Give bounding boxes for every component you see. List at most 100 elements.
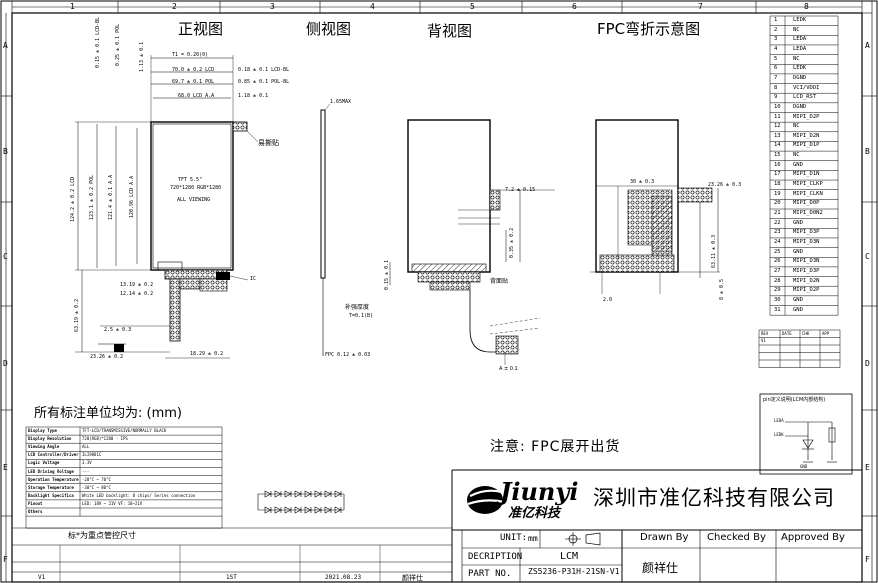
back-view-title: 背视图 xyxy=(427,22,473,40)
spec-label: Pinout xyxy=(28,500,43,506)
led-icon xyxy=(274,506,282,514)
pin-number: 5 xyxy=(774,55,778,62)
led-icon xyxy=(274,490,282,498)
company-logo-text: Jiunyi xyxy=(500,477,579,506)
drawn-by-value: 颜祥仕 xyxy=(642,561,679,575)
row-label: F xyxy=(865,555,870,564)
pin-number: 19 xyxy=(774,190,781,197)
pin-number: 2 xyxy=(774,26,778,33)
spec-label: Viewing Angle xyxy=(28,444,60,450)
rev-version: V1 xyxy=(38,574,46,581)
spec-label: Operation Temperature xyxy=(28,476,79,482)
dim-label: 1.18 ± 0.1 xyxy=(238,93,269,99)
dim-label-vertical: 63.19 ± 0.2 xyxy=(74,298,80,332)
pin-signal: LEDK xyxy=(793,65,807,72)
fold-label: 背面贴 xyxy=(490,278,509,285)
pin-signal: MIPI_D0N2 xyxy=(793,210,823,216)
pin-number: 10 xyxy=(774,103,781,110)
pin-number: 12 xyxy=(774,123,781,130)
tape-label: 易撕贴 xyxy=(258,139,279,147)
dim-label: 23.26 ± 0.3 xyxy=(708,182,742,188)
dim-label-vertical: 0.15 ± 0.1 xyxy=(384,259,390,290)
pin-signal: MIPI_D1P xyxy=(793,142,820,149)
led-icon xyxy=(294,506,302,514)
column-label: 6 xyxy=(572,2,577,11)
spec-label: Display Type xyxy=(28,428,57,433)
spec-label: Others xyxy=(28,509,43,514)
pin-signal: DGND xyxy=(793,103,807,110)
pin-signal: NC xyxy=(793,26,800,33)
spec-footnote: 标*为重点管控尺寸 xyxy=(68,531,136,540)
dim-label-vertical: 0.15 ± 0.1 LCD-BL xyxy=(95,16,101,68)
row-ticks xyxy=(1,95,877,517)
pin-signal: GND xyxy=(793,219,803,226)
rev-cell: REV xyxy=(761,330,769,336)
circuit-title: pin定义说明(LCM内部结构) xyxy=(763,397,826,403)
pin-number: 14 xyxy=(774,142,781,149)
spec-label: Storage Temperature xyxy=(28,484,74,490)
circuit-ledk: LEDK xyxy=(774,432,784,437)
fpc-fold-view xyxy=(590,119,720,294)
row-label: A xyxy=(865,41,870,50)
revision-strip-grid xyxy=(12,527,452,582)
led-icon xyxy=(334,506,342,514)
pin-signal: VCI/VDDI xyxy=(793,84,820,91)
side-view-title: 侧视图 xyxy=(306,20,352,38)
dim-label: 69.7 ± 0.1 POL xyxy=(172,79,215,85)
front-view xyxy=(75,55,259,359)
column-label: 4 xyxy=(370,2,375,11)
column-label: 8 xyxy=(804,2,809,11)
circuit-leda: LEDA xyxy=(774,418,784,423)
led-icon xyxy=(304,490,312,498)
spec-label: Display Resolution xyxy=(28,436,72,442)
column-label: 3 xyxy=(270,2,275,11)
fpc-end-label: A ± 0.1 xyxy=(499,366,518,372)
spec-value: TFT-LCD/TRANSMISSIVE/NORMALLY BLACK xyxy=(82,428,167,433)
pin-signal: MIPI_D3N xyxy=(793,258,820,265)
row-label: B xyxy=(865,147,870,156)
pin-signal: MIPI_D2N xyxy=(793,277,820,284)
thickness-label: T=0.1(B) xyxy=(349,313,374,319)
description-value: LCM xyxy=(560,551,579,562)
dim-label-vertical: 63.11 ± 0.3 xyxy=(711,234,717,268)
pin-number: 11 xyxy=(774,113,781,120)
pin-signal: NC xyxy=(793,123,800,130)
row-label: D xyxy=(3,359,8,368)
pin-number: 25 xyxy=(774,248,781,255)
rev-status: 1ST xyxy=(226,574,237,581)
pin-signal: MIPI_CLKP xyxy=(793,181,823,188)
dim-label-vertical: 0.35 ± 0.2 xyxy=(509,227,515,258)
column-label: 1 xyxy=(70,2,75,11)
dim-label: T1 = 0.20(0) xyxy=(172,52,209,58)
pin-signal: LEDA xyxy=(793,36,807,43)
pin-number: 13 xyxy=(774,132,781,139)
pin-signal: LCD_RST xyxy=(793,94,817,101)
dim-label: 30 ± 0.3 xyxy=(630,179,655,185)
fpc-notice: 注意: FPC展开出货 xyxy=(490,439,621,455)
pin-number: 30 xyxy=(774,296,781,303)
rev-cell: CHK xyxy=(802,330,810,336)
pin-signal: MIPI_D2P xyxy=(793,113,820,120)
pin-number: 4 xyxy=(774,45,778,52)
fpc-view-title: FPC弯折示意图 xyxy=(597,20,701,38)
drawn-by-label: Drawn By xyxy=(640,532,689,543)
title-block-grid xyxy=(451,469,862,582)
pin-signal: MIPI_CLKN xyxy=(793,190,823,197)
pin-signal: MIPI_D0P xyxy=(793,200,820,207)
pin-signal: DGND xyxy=(793,74,807,81)
pin-number: 3 xyxy=(774,36,778,43)
dim-label-vertical: 8 ± 0.5 xyxy=(719,278,725,300)
spec-value: ILI9881C xyxy=(82,452,102,458)
row-label: C xyxy=(3,252,8,261)
pin-circuit-diagram xyxy=(759,393,853,475)
part-no-label: PART NO. xyxy=(468,569,512,579)
column-label: 2 xyxy=(172,2,177,11)
dim-label-vertical: 121.4 ± 0.1 A.A xyxy=(108,174,114,220)
spec-value: LED: 18V ~ 21V VF: 18~21V xyxy=(82,500,143,506)
dim-label-vertical: 123.1 ± 0.2 POL xyxy=(89,174,95,220)
pin-number: 6 xyxy=(774,65,778,72)
pin-table-grid xyxy=(769,15,839,316)
spec-value: ALL xyxy=(82,444,90,450)
rev-drawn: 颜祥仕 xyxy=(402,574,423,582)
led-icon xyxy=(264,490,272,498)
